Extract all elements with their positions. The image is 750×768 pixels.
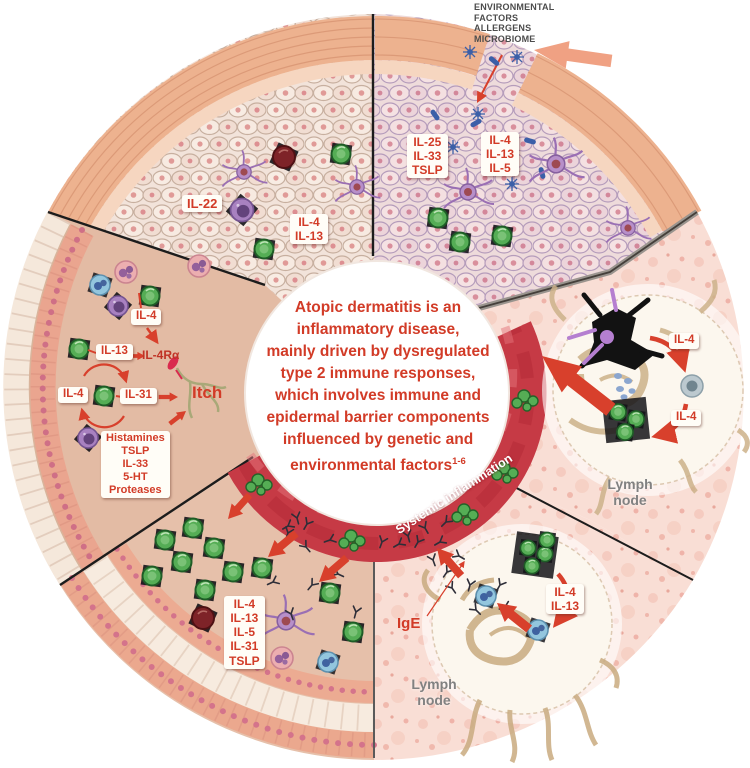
green-cell-icon bbox=[201, 535, 227, 561]
green-cell-icon bbox=[251, 236, 277, 262]
green-cell-icon bbox=[328, 141, 354, 167]
allergen-icon bbox=[470, 106, 486, 122]
allergen-icon bbox=[445, 139, 461, 155]
green-cell-icon bbox=[340, 619, 366, 645]
label-tr-cytokines: IL-4 IL-13 IL-5 bbox=[481, 132, 520, 177]
env-line: ENVIRONMENTAL bbox=[474, 2, 555, 12]
allergen-icon bbox=[504, 176, 520, 192]
label-il22: IL-22 bbox=[182, 195, 223, 213]
nerve-bud-icon bbox=[167, 356, 179, 370]
label-ige: IgE bbox=[397, 615, 421, 632]
label-mediators: Histamines TSLP IL-33 5-HT Proteases bbox=[101, 431, 170, 498]
env-line: FACTORS bbox=[474, 12, 519, 23]
green-cell-icon bbox=[522, 556, 542, 576]
green-cell-icon bbox=[220, 559, 246, 585]
green-cell-icon bbox=[180, 515, 206, 541]
label-il31: IL-31 bbox=[120, 388, 157, 404]
label-lymph-node-upper: Lymph node bbox=[607, 476, 653, 509]
label-node-il4-a: IL-4 bbox=[669, 333, 700, 349]
label-tl-cytokines: IL-4 IL-13 bbox=[290, 214, 329, 245]
green-cell-icon bbox=[249, 555, 275, 581]
green-cell-icon bbox=[91, 383, 117, 409]
green-cell-icon bbox=[537, 530, 557, 550]
label-itch: Itch bbox=[192, 383, 223, 402]
green-cell-icon bbox=[317, 580, 343, 606]
label-il4-top: IL-4 bbox=[131, 309, 162, 325]
green-cell-icon bbox=[192, 577, 218, 603]
ige-pointer-line bbox=[426, 560, 465, 617]
itch-arrows bbox=[78, 292, 190, 429]
nerve-bud-stem bbox=[175, 369, 183, 380]
green-cell-icon bbox=[169, 549, 195, 575]
allergen-icon bbox=[462, 44, 478, 60]
node-tissue bbox=[421, 568, 620, 764]
center-circle bbox=[244, 260, 510, 526]
label-bottom-cytokines: IL-4 IL-13 IL-5 IL-31 TSLP bbox=[224, 596, 265, 669]
naive-cell-icon bbox=[680, 374, 704, 398]
reference-superscript: 1-6 bbox=[452, 456, 466, 467]
env-line: ALLERGENS bbox=[474, 23, 532, 33]
green-cell-icon bbox=[139, 563, 165, 589]
environment-caption: ENVIRONMENTAL FACTORS ALLERGENS MICROBIO… bbox=[474, 2, 554, 44]
eosinophil-icon bbox=[187, 254, 211, 278]
dendritic-cell-black-icon bbox=[567, 288, 665, 370]
stratum-lamellae bbox=[49, 18, 376, 232]
inflamed-skin-cut-edge bbox=[449, 209, 699, 319]
stratum-lamellae bbox=[374, 18, 699, 230]
eosinophil-icon bbox=[270, 646, 294, 670]
label-il4ra: IL-4Rα bbox=[142, 348, 180, 362]
antigen-dots-icon bbox=[614, 373, 636, 400]
green-cell-icon bbox=[152, 527, 178, 553]
green-cell-icon bbox=[447, 229, 473, 255]
allergen-icon bbox=[509, 49, 525, 65]
lymph-node-lower bbox=[421, 524, 622, 764]
green-cell-icon bbox=[66, 336, 92, 362]
label-node-lower-cytokines: IL-4 IL-13 bbox=[546, 584, 585, 615]
label-lymph-node-lower: Lymph node bbox=[411, 676, 457, 709]
itch-pathway-content bbox=[66, 260, 227, 453]
label-alarmins: IL-25 IL-33 TSLP bbox=[407, 134, 448, 179]
ige-stream bbox=[426, 535, 476, 617]
green-cell-icon bbox=[518, 538, 538, 558]
label-il13: IL-13 bbox=[96, 344, 133, 360]
env-line: MICROBIOME bbox=[474, 33, 536, 44]
green-cell-icon bbox=[489, 223, 515, 249]
green-cell-icon bbox=[425, 205, 451, 231]
central-statement: Atopic dermatitis is an inflammatory dis… bbox=[266, 299, 490, 475]
label-il4-left: IL-4 bbox=[58, 387, 89, 403]
green-cell-icon bbox=[137, 283, 163, 309]
section-dividers bbox=[47, 14, 694, 758]
label-node-il4-b: IL-4 bbox=[671, 410, 702, 426]
nerve-icon bbox=[175, 367, 227, 419]
eosinophil-icon bbox=[114, 260, 138, 284]
inflamed-skin-content bbox=[425, 36, 653, 255]
green-cell-icon bbox=[614, 421, 636, 443]
